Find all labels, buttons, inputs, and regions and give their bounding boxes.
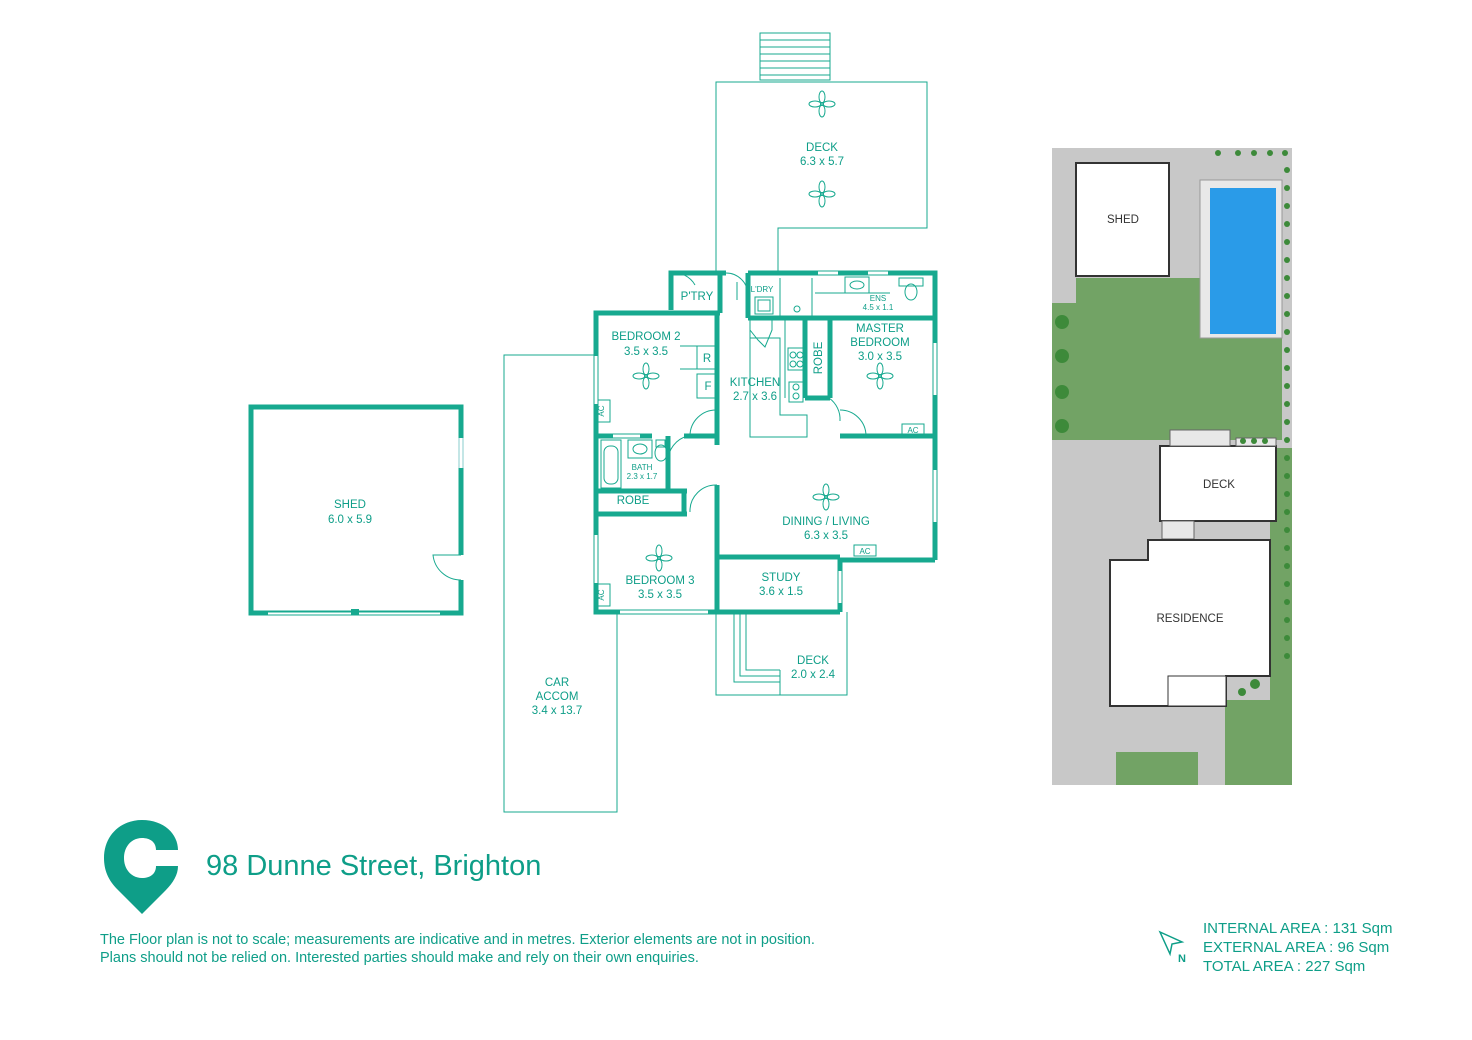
area-summary: INTERNAL AREA : 131 Sqm EXTERNAL AREA : …	[1203, 919, 1393, 976]
hedge-dots	[1055, 150, 1290, 696]
site-residence-label: RESIDENCE	[1156, 613, 1223, 625]
shed-size: 6.0 x 5.9	[328, 514, 372, 526]
dining-size: 6.3 x 3.5	[804, 530, 848, 542]
internal-area: INTERNAL AREA : 131 Sqm	[1203, 920, 1393, 937]
site-shed-label: SHED	[1107, 214, 1139, 226]
robe-master-label: ROBE	[813, 341, 825, 374]
ensuite-label: ENS	[870, 294, 886, 303]
ceiling-fan-icon	[812, 483, 840, 511]
ac-label: AC	[907, 426, 918, 435]
shed-floorplan: SHED 6.0 x 5.9	[248, 404, 464, 616]
house-walls	[593, 270, 938, 615]
car-accom: CAR ACCOM 3.4 x 13.7	[503, 354, 618, 813]
north-arrow-icon	[1158, 930, 1185, 957]
ceiling-fan-icon	[632, 362, 660, 390]
disclaimer-line-2: Plans should not be relied on. Intereste…	[100, 950, 699, 966]
brand-logo	[104, 820, 178, 914]
site-deck-label: DECK	[1203, 479, 1235, 491]
ac-label: AC	[859, 547, 870, 556]
ac-label: AC	[597, 589, 606, 600]
property-address: 98 Dunne Street, Brighton	[206, 850, 542, 882]
ceiling-fan-icon	[645, 544, 673, 572]
master-size: 3.0 x 3.5	[858, 351, 902, 363]
study-label: STUDY	[762, 572, 801, 584]
bath-label: BATH	[632, 463, 653, 472]
bedroom3-label: BEDROOM 3	[625, 575, 694, 587]
fridge-f-label: F	[704, 381, 711, 393]
ceiling-fan-icon	[808, 180, 836, 208]
robe-r-label: R	[703, 353, 711, 365]
car-name-2: ACCOM	[536, 691, 579, 703]
top-deck: DECK 6.3 x 5.7	[715, 32, 928, 272]
bedroom2-size: 3.5 x 3.5	[624, 346, 668, 358]
shed-name: SHED	[334, 499, 366, 511]
kitchen-size: 2.7 x 3.6	[733, 391, 777, 403]
ceiling-fan-icon	[808, 90, 836, 118]
ensuite-size: 4.5 x 1.1	[863, 303, 894, 312]
study-size: 3.6 x 1.5	[759, 586, 803, 598]
deck-small-label: DECK	[797, 655, 829, 667]
ac-label: AC	[597, 405, 606, 416]
total-area: TOTAL AREA : 227 Sqm	[1203, 958, 1366, 975]
north-label: N	[1178, 953, 1186, 965]
robe-b3-label: ROBE	[617, 495, 650, 507]
car-name-1: CAR	[545, 677, 569, 689]
laundry-label: L'DRY	[751, 285, 774, 294]
external-area: EXTERNAL AREA : 96 Sqm	[1203, 939, 1390, 956]
bath-size: 2.3 x 1.7	[627, 472, 658, 481]
bedroom3-size: 3.5 x 3.5	[638, 589, 682, 601]
deck-top-size: 6.3 x 5.7	[800, 156, 844, 168]
house-fixtures	[593, 270, 938, 696]
disclaimer: The Floor plan is not to scale; measurem…	[100, 931, 960, 967]
car-size: 3.4 x 13.7	[532, 705, 583, 717]
dining-label: DINING / LIVING	[782, 516, 870, 528]
ceiling-fan-icon	[866, 362, 894, 390]
bedroom2-label: BEDROOM 2	[611, 331, 680, 343]
disclaimer-line-1: The Floor plan is not to scale; measurem…	[100, 932, 815, 948]
kitchen-label: KITCHEN	[730, 377, 780, 389]
site-plan: SHED DECK RESIDENCE	[1052, 148, 1292, 785]
deck-small-size: 2.0 x 2.4	[791, 669, 836, 681]
master-label-1: MASTER	[856, 323, 904, 335]
room-labels: P'TRY L'DRY ENS 4.5 x 1.1 BEDROOM 2 3.5 …	[597, 285, 919, 681]
deck-top-name: DECK	[806, 142, 838, 154]
pantry-label: P'TRY	[681, 291, 714, 303]
master-label-2: BEDROOM	[850, 337, 909, 349]
